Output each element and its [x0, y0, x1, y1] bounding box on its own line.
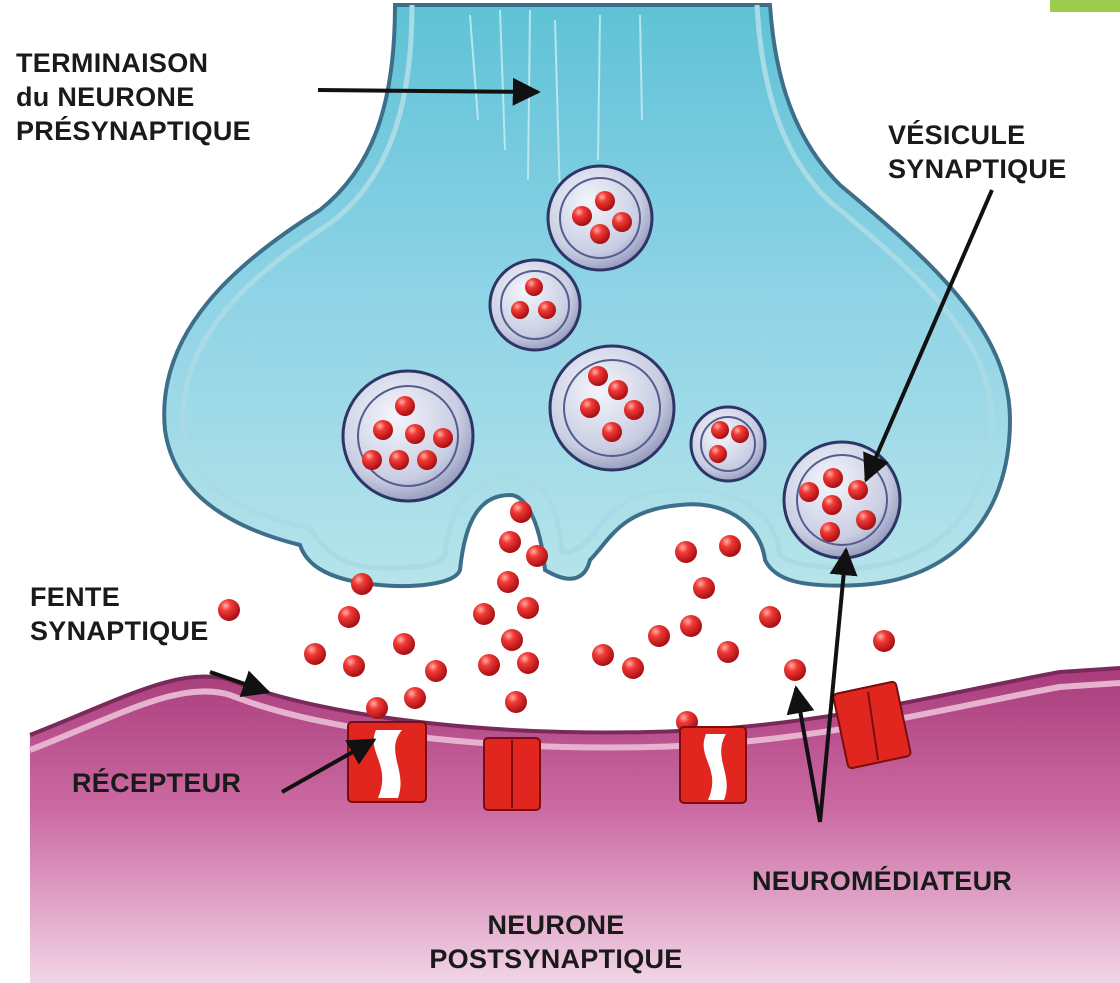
receptor-3 — [680, 727, 746, 803]
label-postsynaptique-line1: NEURONE — [396, 908, 716, 942]
label-neuromediateur: NEUROMÉDIATEUR — [752, 864, 1012, 898]
label-vesicule: VÉSICULE SYNAPTIQUE — [888, 118, 1067, 186]
label-terminaison-line1: TERMINAISON — [16, 46, 251, 80]
vesicle-5 — [691, 407, 765, 481]
receptor-2 — [484, 738, 540, 810]
label-vesicule-line1: VÉSICULE — [888, 118, 1067, 152]
vesicle-6 — [784, 442, 900, 558]
vesicle-2 — [490, 260, 580, 350]
label-vesicule-line2: SYNAPTIQUE — [888, 152, 1067, 186]
label-terminaison: TERMINAISON du NEURONE PRÉSYNAPTIQUE — [16, 46, 251, 148]
corner-tab — [1050, 0, 1120, 12]
label-postsynaptique-line2: POSTSYNAPTIQUE — [396, 942, 716, 976]
receptor-1 — [348, 722, 426, 802]
vesicle-1 — [548, 166, 652, 270]
label-fente-line1: FENTE — [30, 580, 209, 614]
label-terminaison-line3: PRÉSYNAPTIQUE — [16, 114, 251, 148]
label-fente: FENTE SYNAPTIQUE — [30, 580, 209, 648]
arrow-terminaison — [318, 90, 538, 92]
label-terminaison-line2: du NEURONE — [16, 80, 251, 114]
vesicle-3 — [550, 346, 674, 470]
label-fente-line2: SYNAPTIQUE — [30, 614, 209, 648]
label-recepteur: RÉCEPTEUR — [72, 766, 241, 800]
label-postsynaptique: NEURONE POSTSYNAPTIQUE — [396, 908, 716, 976]
